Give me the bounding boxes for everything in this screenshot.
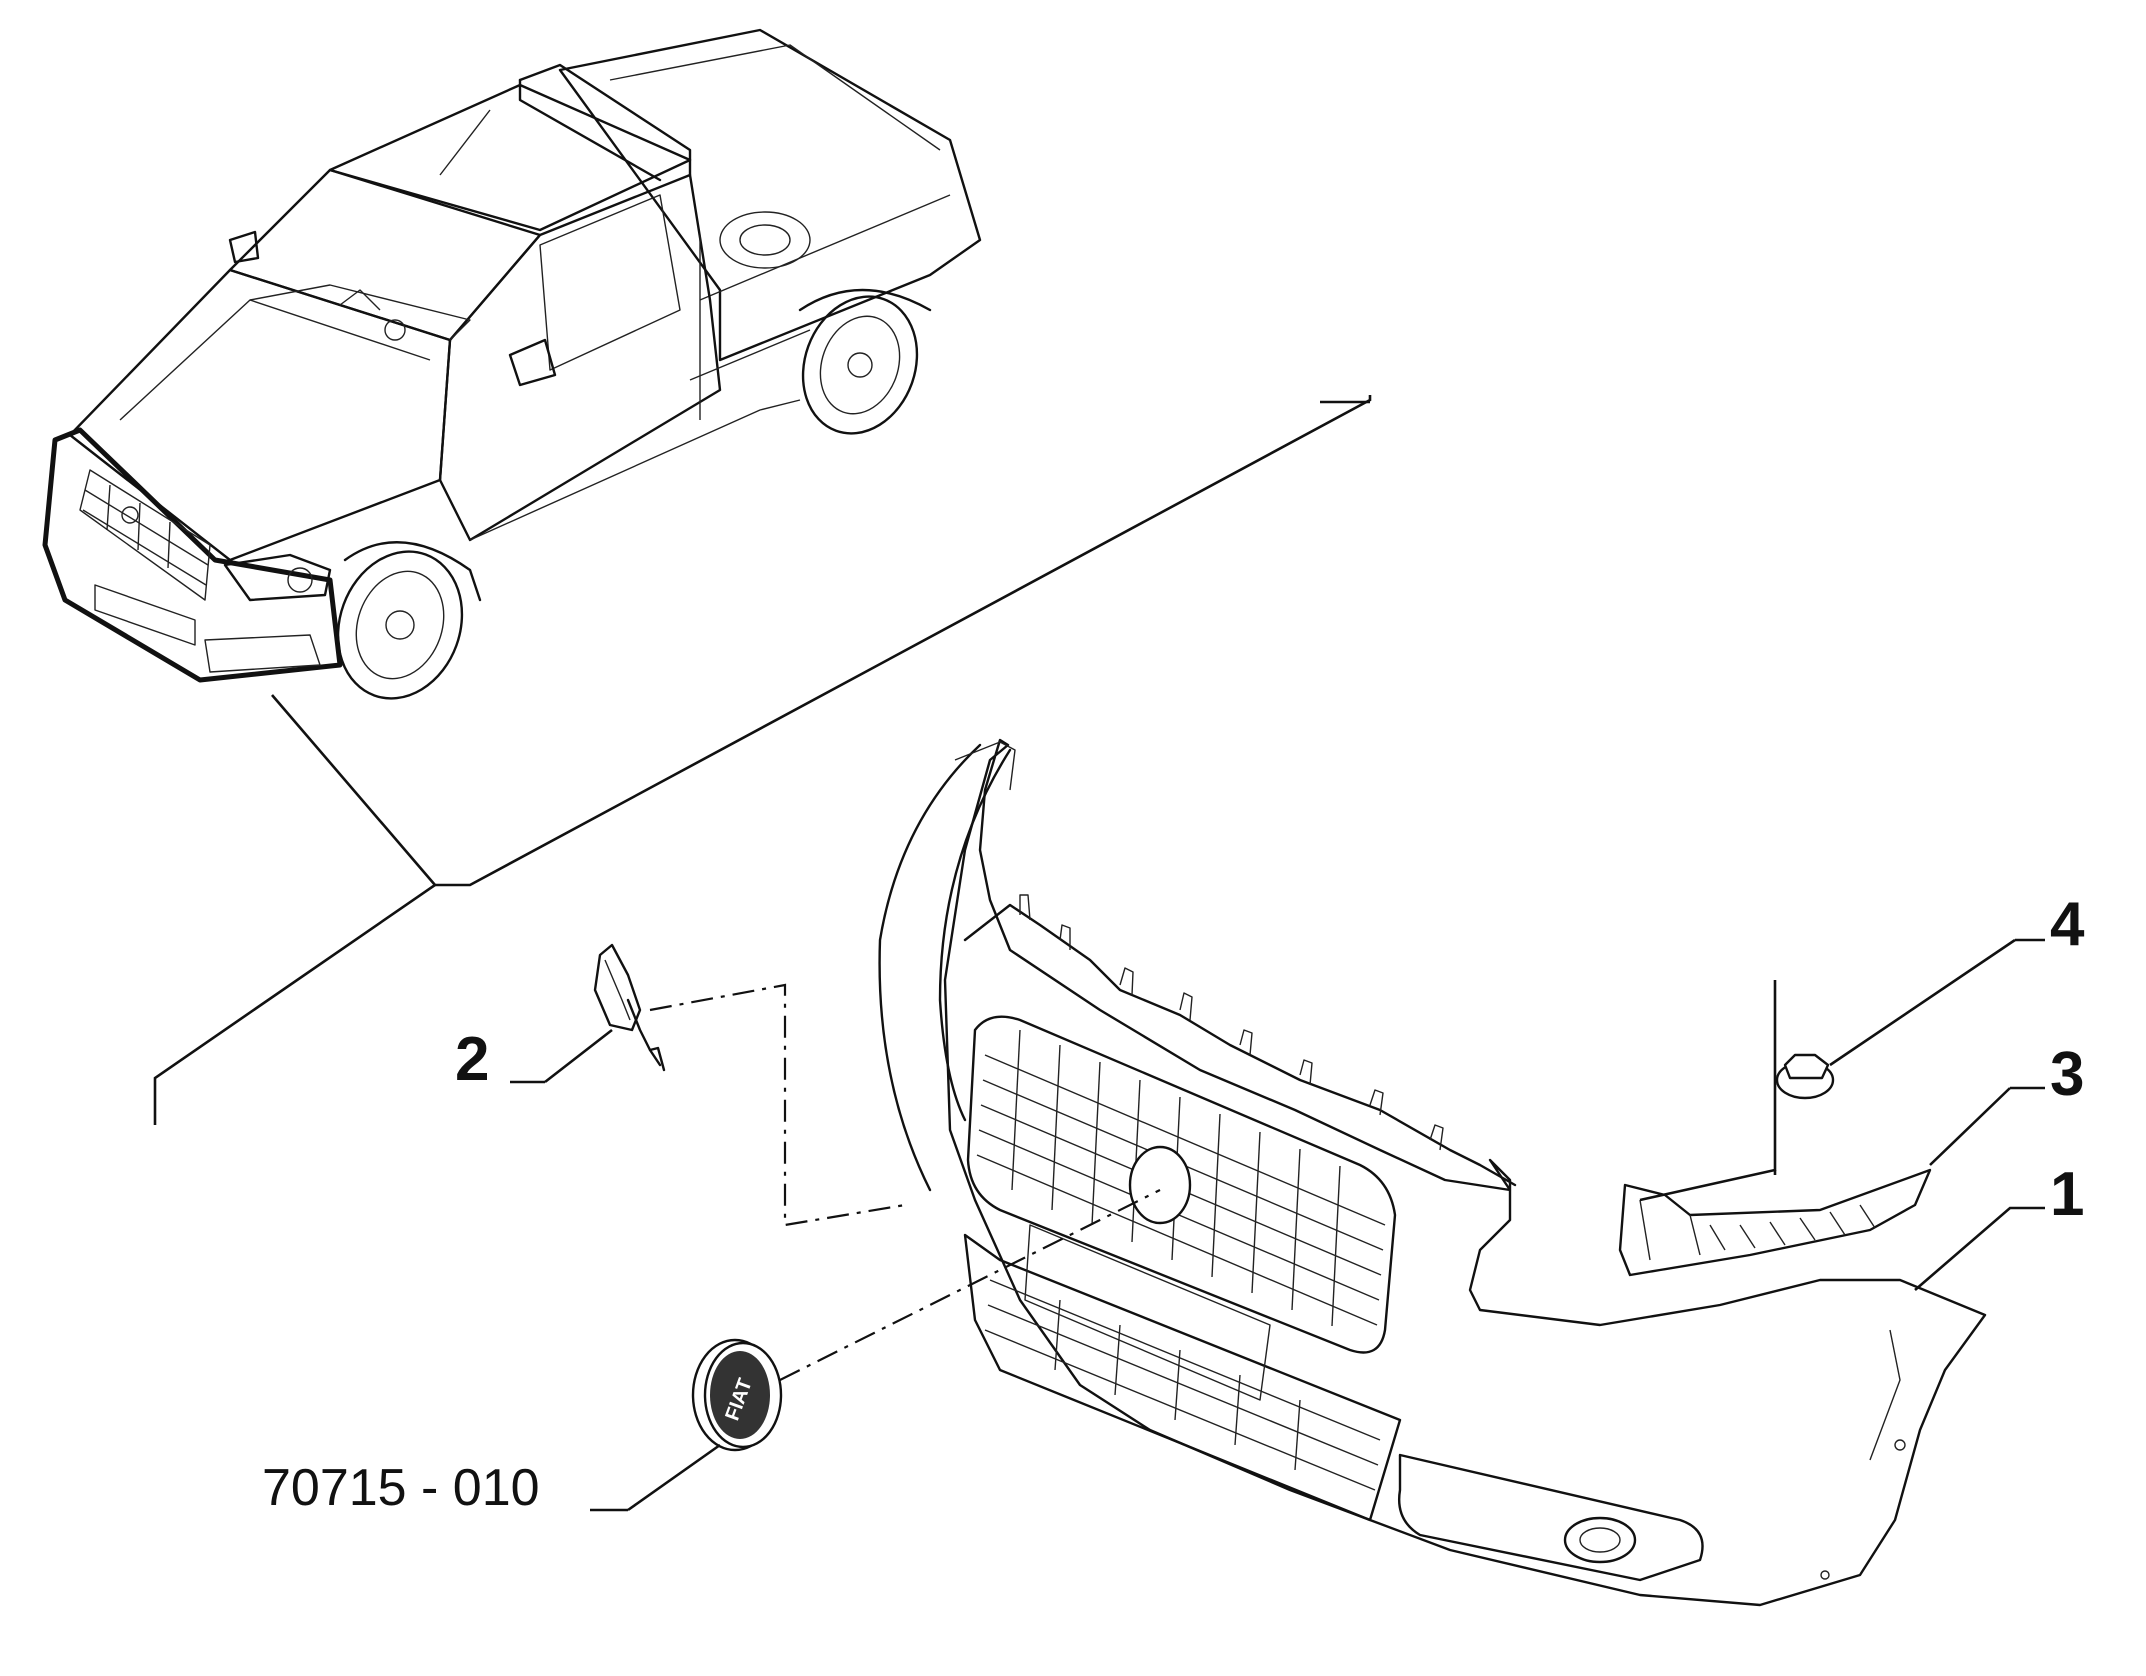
- assembly-lines: [649, 983, 1161, 1381]
- callout-2: 2: [455, 1025, 489, 1094]
- drawing-code: 70715 - 010: [262, 1459, 540, 1517]
- callout-4: 4: [2050, 890, 2085, 959]
- callout-3: 3: [2050, 1040, 2084, 1109]
- part-1-leader: [1914, 1206, 2045, 1291]
- bumper-mounting-bracket-part: [1618, 1086, 2045, 1277]
- callout-1: 1: [2050, 1160, 2084, 1229]
- detail-zoom-lines: [153, 395, 1372, 1125]
- flange-nut-part: [1639, 938, 2045, 1202]
- tow-hook-cover-part: [510, 943, 666, 1084]
- front-bumper-part: [878, 738, 1987, 1607]
- fiat-badge-icon: FIAT: [590, 1338, 783, 1512]
- pickup-truck-overview-icon: [42, 28, 982, 700]
